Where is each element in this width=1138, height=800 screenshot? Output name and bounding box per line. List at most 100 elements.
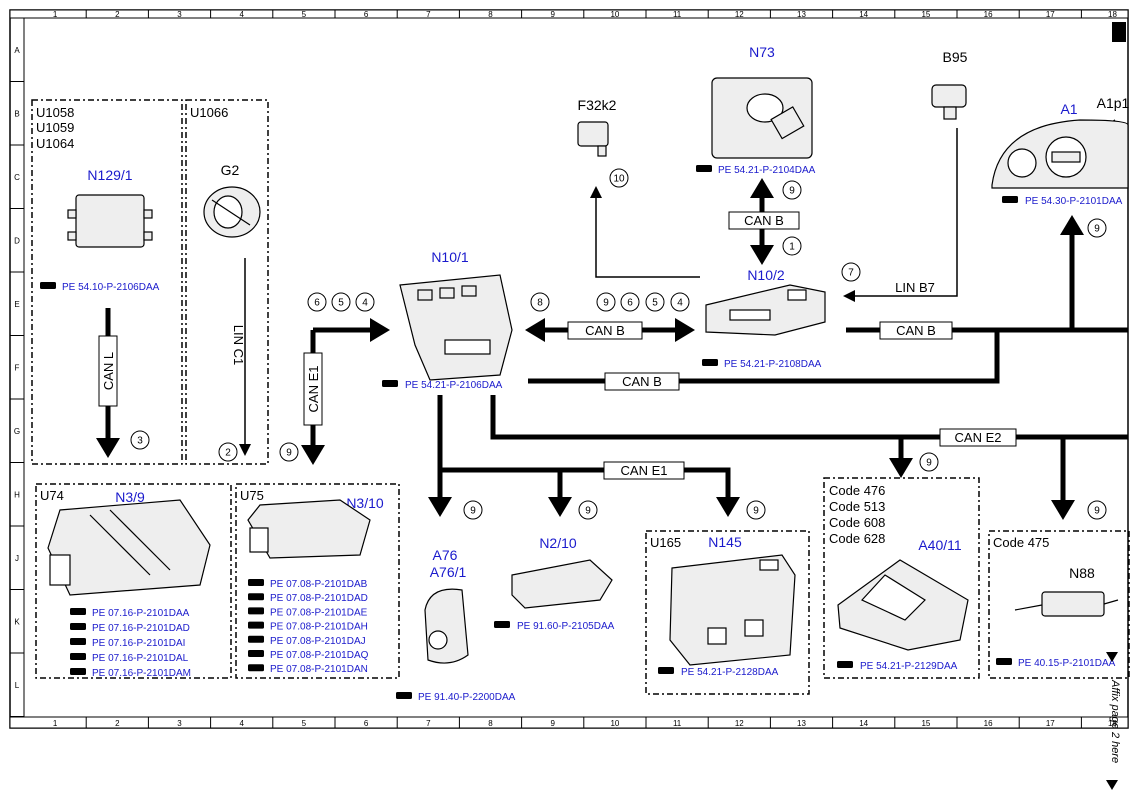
bus-box-can-b-n73	[728, 211, 800, 230]
ref-link-u75[interactable]: PE 07.08-P-2101DAJ	[270, 636, 366, 647]
pointer-hand-icon	[248, 579, 264, 586]
callout-number: 5	[338, 298, 344, 309]
bus-label-lin-c1: LIN C1	[231, 325, 246, 365]
top-ruler	[9, 9, 1129, 19]
ref-link-u74[interactable]: PE 07.16-P-2101DAA	[92, 608, 190, 619]
ref-link-a76[interactable]: PE 91.40-P-2200DAA	[418, 692, 516, 703]
ref-link-n10-2[interactable]: PE 54.21-P-2108DAA	[724, 359, 822, 370]
callout-circle	[841, 262, 861, 282]
ref-link-n145[interactable]: PE 54.21-P-2128DAA	[681, 667, 779, 678]
ref-link-u75[interactable]: PE 07.08-P-2101DAH	[270, 622, 368, 633]
arrow-lin-b7	[843, 290, 855, 302]
callout-number: 9	[753, 506, 759, 517]
arrow-n73-down	[750, 245, 774, 265]
callout-number: 9	[1094, 506, 1100, 517]
group-code-3: U1064	[36, 136, 74, 151]
bus-label-can-l: CAN L	[101, 352, 116, 390]
bus-label-can-e1-h: CAN E1	[621, 463, 668, 478]
col-label-bottom: 11	[673, 719, 682, 728]
arrow-a76	[428, 497, 452, 517]
module-a40-11-drawing	[837, 559, 969, 651]
col-label-bottom: 7	[426, 719, 431, 728]
col-label-top: 17	[1046, 10, 1055, 19]
callout-circle	[609, 168, 629, 188]
ref-link-u74[interactable]: PE 07.16-P-2101DAI	[92, 638, 185, 649]
callout-circle	[463, 500, 483, 520]
col-label-top: 13	[797, 10, 806, 19]
ecu-n3-10-drawing	[247, 499, 371, 559]
row-label: E	[14, 300, 19, 309]
col-label-top: 18	[1108, 10, 1117, 19]
ecu-n3-9-drawing	[47, 499, 211, 596]
ref-link-u75[interactable]: PE 07.08-P-2101DAD	[270, 593, 368, 604]
col-label-top: 10	[610, 10, 619, 19]
callout-circle	[782, 180, 802, 200]
label-n2-10: N2/10	[539, 535, 577, 551]
ref-link-n129[interactable]: PE 54.10-P-2106DAA	[62, 282, 160, 293]
arrow-n2-10	[548, 497, 572, 517]
bus-box-can-b-low	[604, 372, 680, 391]
ref-link-u74[interactable]: PE 07.16-P-2101DAM	[92, 668, 191, 679]
ref-link-u74[interactable]: PE 07.16-P-2101DAL	[92, 653, 189, 664]
ref-link-u75[interactable]: PE 07.08-P-2101DAE	[270, 607, 368, 618]
arrow-f32k2	[590, 186, 602, 198]
arrow-can-e1-down	[301, 445, 325, 465]
ref-link-a40-11[interactable]: PE 54.21-P-2129DAA	[860, 661, 958, 672]
callout-number: 8	[537, 298, 543, 309]
arrow-can-b-right	[675, 318, 695, 342]
group-box-u1058	[31, 99, 183, 465]
side-note: Affix page 2 here	[1109, 679, 1121, 763]
col-label-top: 3	[177, 10, 182, 19]
label-a1p1: A1p1	[1097, 95, 1130, 111]
bus-label-can-b-n73: CAN B	[744, 213, 784, 228]
ref-link-n2-10[interactable]: PE 91.60-P-2105DAA	[517, 621, 615, 632]
label-n3-9: N3/9	[115, 489, 145, 505]
pointer-hand-icon	[248, 650, 264, 657]
label-n73: N73	[749, 44, 775, 60]
label-b95: B95	[943, 49, 968, 65]
col-label-bottom: 10	[610, 719, 619, 728]
wire-can-b-right	[846, 235, 1075, 333]
sensor-b95-drawing	[931, 84, 967, 120]
a40-code-3: Code 608	[829, 515, 885, 530]
ref-link-u75[interactable]: PE 07.08-P-2101DAB	[270, 579, 368, 590]
group-code-u1066: U1066	[190, 105, 228, 120]
label-f32k2: F32k2	[578, 97, 617, 113]
callout-number: 9	[470, 506, 476, 517]
callout-circle	[620, 292, 640, 312]
callout-number: 9	[585, 506, 591, 517]
col-label-top: 5	[302, 10, 307, 19]
ref-link-n10-1[interactable]: PE 54.21-P-2106DAA	[405, 380, 503, 391]
arrow-can-l	[96, 438, 120, 458]
label-n145: N145	[708, 534, 742, 550]
ref-link-u75[interactable]: PE 07.08-P-2101DAQ	[270, 650, 369, 661]
ref-link-n88[interactable]: PE 40.15-P-2101DAA	[1018, 658, 1116, 669]
callout-circle	[746, 500, 766, 520]
label-a76-1: A76/1	[430, 564, 467, 580]
col-label-top: 4	[239, 10, 244, 19]
col-label-top: 8	[488, 10, 493, 19]
bus-box-can-b-right	[879, 321, 953, 340]
callout-circle	[331, 292, 351, 312]
callout-number: 9	[789, 186, 795, 197]
ref-link-n73[interactable]: PE 54.21-P-2104DAA	[718, 165, 816, 176]
col-label-bottom: 15	[921, 719, 930, 728]
row-label: L	[15, 681, 20, 690]
group-code-2: U1059	[36, 120, 74, 135]
callout-circle	[578, 500, 598, 520]
col-label-top: 11	[673, 10, 682, 19]
callout-number: 2	[225, 448, 231, 459]
col-label-bottom: 3	[177, 719, 182, 728]
ref-link-u74[interactable]: PE 07.16-P-2101DAD	[92, 623, 190, 634]
pointer-hand-icon	[70, 623, 86, 630]
row-label: D	[14, 236, 20, 245]
ref-link-a1[interactable]: PE 54.30-P-2101DAA	[1025, 196, 1123, 207]
pointer-hand-icon	[996, 658, 1012, 665]
pointer-hand-icon	[658, 667, 674, 674]
callout-number: 6	[314, 298, 320, 309]
col-label-bottom: 14	[859, 719, 868, 728]
col-label-top: 16	[984, 10, 993, 19]
bus-label-can-b-mid: CAN B	[585, 323, 625, 338]
ref-link-u75[interactable]: PE 07.08-P-2101DAN	[270, 664, 368, 675]
